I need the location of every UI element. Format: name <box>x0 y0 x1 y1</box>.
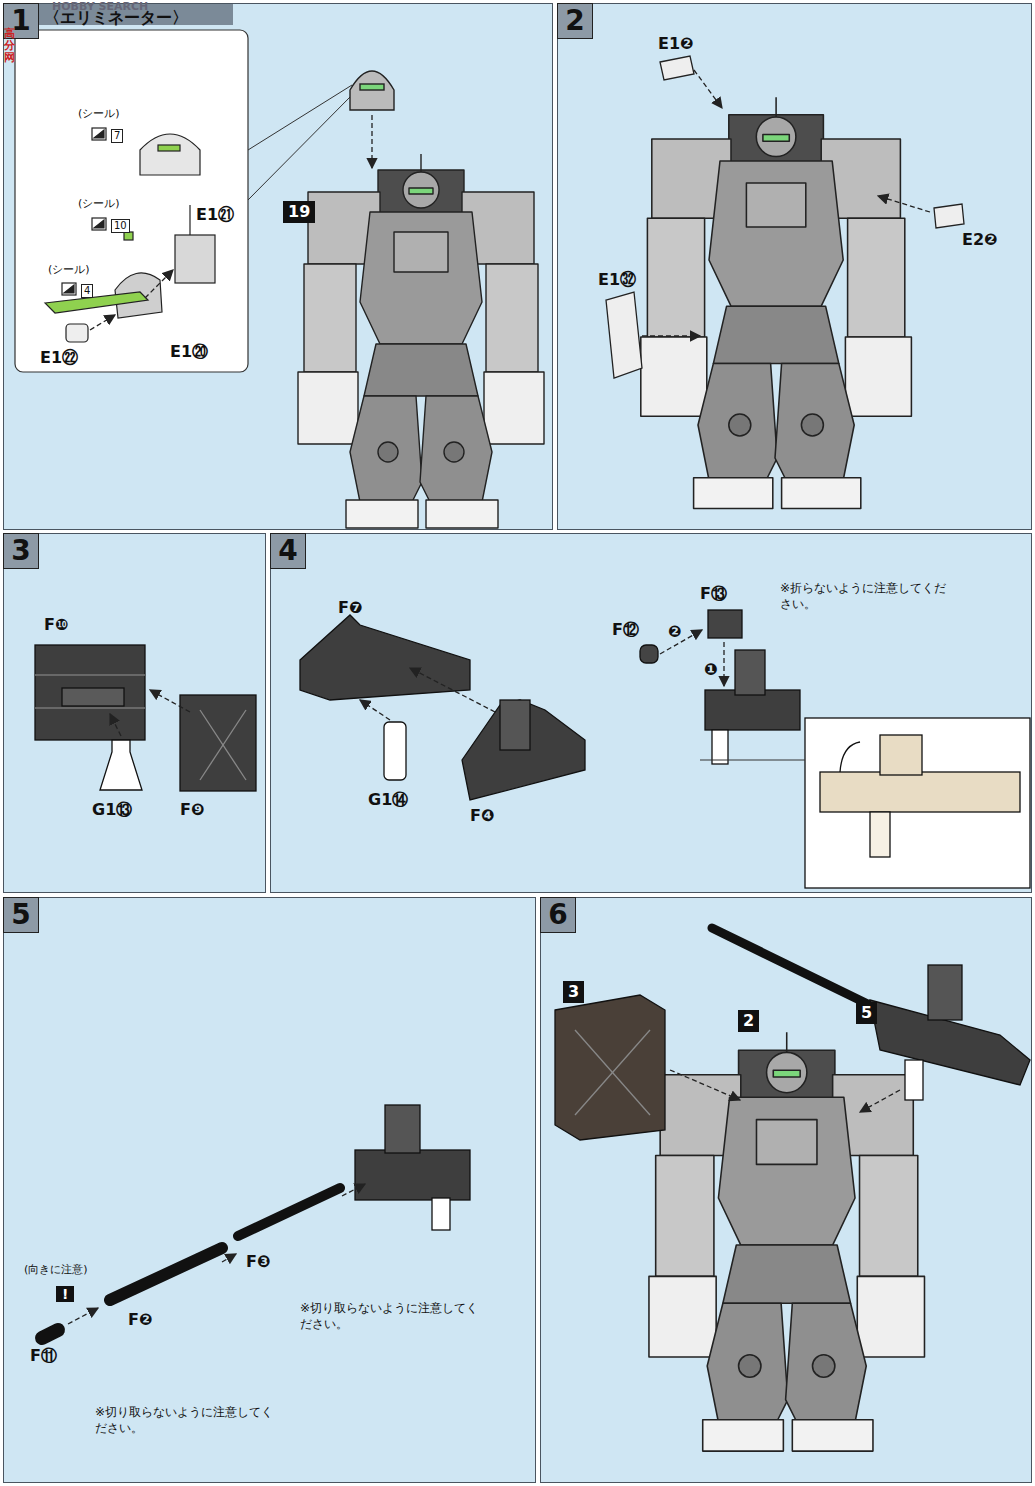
part-number: G1⑬ <box>92 800 132 821</box>
part-number: F❹ <box>470 806 494 825</box>
caution-note: ※折らないように注意してください。 <box>780 580 950 612</box>
part-number: E1㉜ <box>598 270 636 289</box>
sticker-number: 4 <box>81 284 93 298</box>
reference-box: 19 <box>283 201 315 223</box>
part-number: F⑬ <box>700 584 727 605</box>
reference-box: 3 <box>563 981 584 1003</box>
callout-number: 19 <box>288 202 310 222</box>
reference-box: 2 <box>738 1010 759 1032</box>
caution-note: ※切り取らないように注意してください。 <box>300 1300 490 1332</box>
caution-note: (向きに注意) <box>24 1262 88 1277</box>
step-order: ❶ <box>704 660 718 679</box>
part-number: E1㉒ <box>40 348 78 367</box>
step-panel: 6 3 2 5 <box>540 897 1032 1483</box>
part-number: F⑫ <box>612 620 639 641</box>
part-number: E1⑳ <box>170 342 208 363</box>
step-number: 4 <box>270 533 306 569</box>
part-number: F⑪ <box>30 1346 57 1367</box>
watermark: 高分网 <box>4 28 15 64</box>
sticker-note: (シール) <box>48 262 90 277</box>
callout-number: 4 <box>84 285 90 297</box>
step-panel: 2 <box>557 3 1032 530</box>
step-number: 6 <box>540 897 576 933</box>
caution-mark: ! <box>56 1286 74 1302</box>
callout-number: 5 <box>861 1003 872 1023</box>
sticker-number: 10 <box>111 219 130 233</box>
part-number: F❷ <box>128 1310 152 1329</box>
step-order: ❷ <box>668 622 682 641</box>
caution-note: ※切り取らないように注意してください。 <box>95 1404 285 1436</box>
sticker-note: (シール) <box>78 196 120 211</box>
step-number: 5 <box>3 897 39 933</box>
callout-number: 10 <box>114 220 127 232</box>
part-number: E1㉑ <box>196 205 234 224</box>
step-number: 3 <box>3 533 39 569</box>
part-number: F❼ <box>338 598 362 617</box>
part-number: G1⑭ <box>368 790 408 811</box>
callout-number: 7 <box>114 130 120 142</box>
part-number: F❸ <box>246 1252 270 1271</box>
callout-number: 2 <box>743 1011 754 1031</box>
watermark: HOBBY SEARCH <box>52 0 148 13</box>
sticker-note: (シール) <box>78 106 120 121</box>
sticker-number: 7 <box>111 129 123 143</box>
part-number: E1❷ <box>658 34 694 53</box>
step-panel: 5 <box>3 897 536 1483</box>
part-number: F❾ <box>180 800 204 819</box>
step-number: 2 <box>557 3 593 39</box>
step-panel: 3 <box>3 533 266 893</box>
reference-box: 5 <box>856 1002 877 1024</box>
callout-number: 3 <box>568 982 579 1002</box>
part-number: E2❷ <box>962 230 998 249</box>
part-number: F❿ <box>44 615 68 634</box>
